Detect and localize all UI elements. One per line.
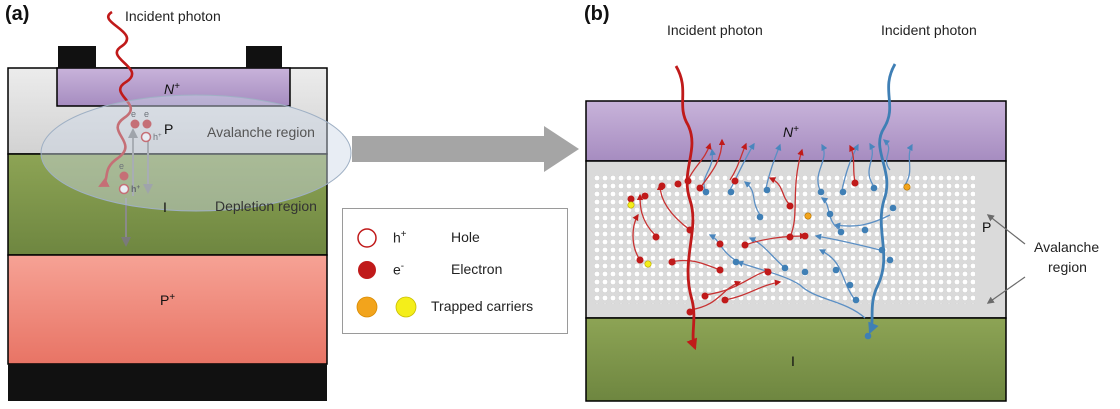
a-panel-letter: (a) bbox=[5, 3, 29, 25]
legend-electron-text: Electron bbox=[451, 261, 503, 277]
b-incident-label-left: Incident photon bbox=[667, 22, 763, 38]
a-carrier-h-2: h+ bbox=[131, 184, 141, 195]
legend-trapped-orange-icon bbox=[356, 296, 378, 318]
b-dot-lattice bbox=[593, 174, 975, 304]
b-n-layer bbox=[585, 100, 1007, 162]
b-incident-label-right: Incident photon bbox=[881, 22, 977, 38]
a-n-layer bbox=[56, 67, 291, 107]
a-avalanche-label: Avalanche region bbox=[207, 124, 315, 140]
legend-hole-symbol: h+ bbox=[393, 229, 407, 246]
a-carrier-e-2: e bbox=[144, 109, 149, 119]
b-i-layer bbox=[585, 317, 1007, 402]
a-carrier-e-1: e bbox=[131, 109, 136, 119]
a-bottom-contact bbox=[8, 364, 327, 401]
panel-transition-arrow bbox=[352, 126, 579, 172]
panel-a: e e h+ e h+ (a) Incident photon N+ P Ava… bbox=[5, 3, 352, 401]
a-photon-path bbox=[98, 10, 134, 188]
legend-electron-icon bbox=[358, 261, 376, 279]
a-avalanche-ellipse bbox=[40, 94, 352, 212]
legend-trapped-text: Trapped carriers bbox=[431, 298, 534, 314]
b-avalanche-line1: Avalanche bbox=[1034, 239, 1099, 255]
panel-b: (b) Incident photon Incident photon N+ P… bbox=[584, 3, 1099, 402]
legend-trapped-yellow-icon bbox=[395, 296, 417, 318]
a-depletion-label: Depletion region bbox=[215, 198, 317, 214]
a-carrier-e-3: e bbox=[119, 161, 124, 171]
a-incident-label: Incident photon bbox=[125, 8, 221, 24]
legend: h+ Hole e- Electron Trapped carriers bbox=[342, 208, 568, 334]
legend-hole-icon bbox=[357, 228, 377, 248]
legend-symbols bbox=[356, 228, 417, 318]
a-p-plus-layer bbox=[7, 254, 328, 365]
a-p-label: P bbox=[164, 121, 173, 137]
a-contact-right bbox=[246, 46, 282, 68]
b-avalanche-line2: region bbox=[1048, 259, 1087, 275]
a-i-label: I bbox=[163, 199, 167, 215]
b-photon-red bbox=[674, 65, 698, 351]
a-contact-left bbox=[58, 46, 96, 68]
b-panel-letter: (b) bbox=[584, 3, 610, 25]
b-i-label: I bbox=[791, 353, 795, 369]
legend-electron-symbol: e- bbox=[393, 261, 405, 278]
legend-hole-text: Hole bbox=[451, 229, 480, 245]
b-p-label: P bbox=[982, 219, 991, 235]
a-i-layer bbox=[7, 153, 328, 256]
a-carrier-h-1: h+ bbox=[153, 132, 162, 143]
b-photon-blue bbox=[868, 63, 897, 335]
